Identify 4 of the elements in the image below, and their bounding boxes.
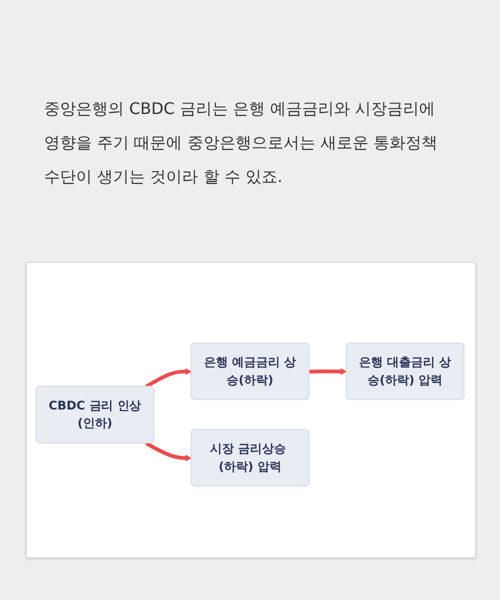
arrow <box>309 368 347 376</box>
heading-paragraph: 중앙은행의 CBDC 금리는 은행 예금금리와 시장금리에 영향을 주기 때문에 중앙은행으로서는 새로운 통화정책 수단이 생기는 것이라 할 수 있죠. <box>44 98 438 188</box>
arrow <box>145 368 192 389</box>
arrow <box>145 442 192 462</box>
